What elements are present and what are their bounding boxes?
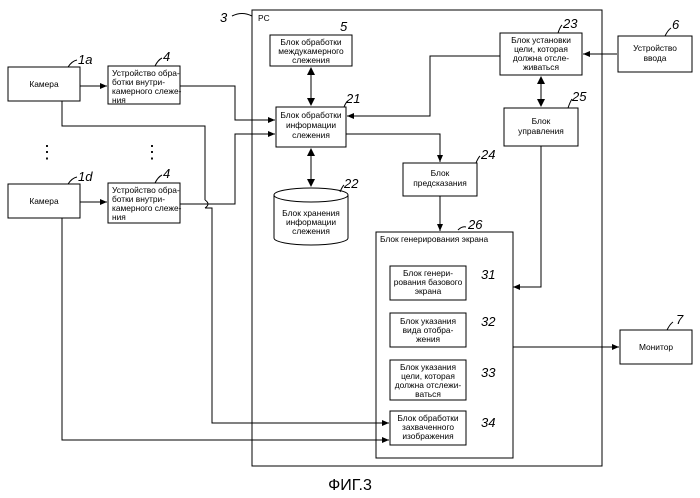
pc-label: PC <box>258 13 270 23</box>
storage-line-3: слежения <box>292 226 330 236</box>
info-proc-line-3: слежения <box>292 130 330 140</box>
input-device-ref: 6 <box>672 17 680 32</box>
pc-ref: 3 <box>220 10 228 25</box>
intra-d-ref: 4 <box>163 166 170 181</box>
camera-a-label: Камера <box>29 79 59 89</box>
monitor-block: Монитор 7 <box>620 312 692 364</box>
ellipsis-left: ⋮ <box>38 142 56 162</box>
target-set-line-4: живаться <box>523 62 559 72</box>
view-spec-ref: 32 <box>481 314 496 329</box>
camera-d-block: Камера 1d <box>8 169 93 218</box>
monitor-label: Монитор <box>639 342 673 352</box>
control-line-1: Блок <box>532 116 551 126</box>
target-spec-ref: 33 <box>481 365 496 380</box>
screen-gen-ref: 26 <box>467 217 483 232</box>
camera-d-label: Камера <box>29 196 59 206</box>
base-screen-line-3: экрана <box>415 286 442 296</box>
intra-a-block: Устройство обра- ботки внутри- камерного… <box>108 49 182 105</box>
inter-cam-ref: 5 <box>340 19 348 34</box>
control-ref: 25 <box>571 89 587 104</box>
inter-cam-line-3: слежения <box>292 55 330 65</box>
base-screen-ref: 31 <box>481 267 495 282</box>
predict-line-2: предсказания <box>413 178 467 188</box>
input-device-line-1: Устройство <box>633 43 677 53</box>
camera-d-ref: 1d <box>78 169 93 184</box>
view-spec-line-3: жения <box>416 334 440 344</box>
info-proc-ref: 21 <box>345 91 360 106</box>
screen-gen-label: Блок генерирования экрана <box>380 234 489 244</box>
ellipsis-middle: ⋮ <box>143 142 161 162</box>
monitor-ref: 7 <box>676 312 684 327</box>
intra-d-line-4: ния <box>112 212 126 222</box>
predict-line-1: Блок <box>431 168 450 178</box>
predict-ref: 24 <box>480 147 495 162</box>
storage-ref: 22 <box>343 176 359 191</box>
info-proc-line-2: информации <box>286 120 336 130</box>
captured-line-3: изображения <box>402 431 453 441</box>
intra-a-line-4: ния <box>112 95 126 105</box>
info-proc-line-1: Блок обработки <box>280 110 342 120</box>
input-device-block: Устройство ввода 6 <box>618 17 692 72</box>
captured-ref: 34 <box>481 415 495 430</box>
camera-a-ref: 1a <box>78 52 92 67</box>
control-line-2: управления <box>518 126 564 136</box>
figure-title: ФИГ.3 <box>328 477 372 494</box>
input-device-line-2: ввода <box>644 53 667 63</box>
target-spec-line-4: ваться <box>415 389 441 399</box>
intra-a-ref: 4 <box>163 49 170 64</box>
camera-a-block: Камера 1a <box>8 52 92 101</box>
intra-d-block: Устройство обра- ботки внутри- камерного… <box>108 166 182 223</box>
target-set-ref: 23 <box>562 16 578 31</box>
